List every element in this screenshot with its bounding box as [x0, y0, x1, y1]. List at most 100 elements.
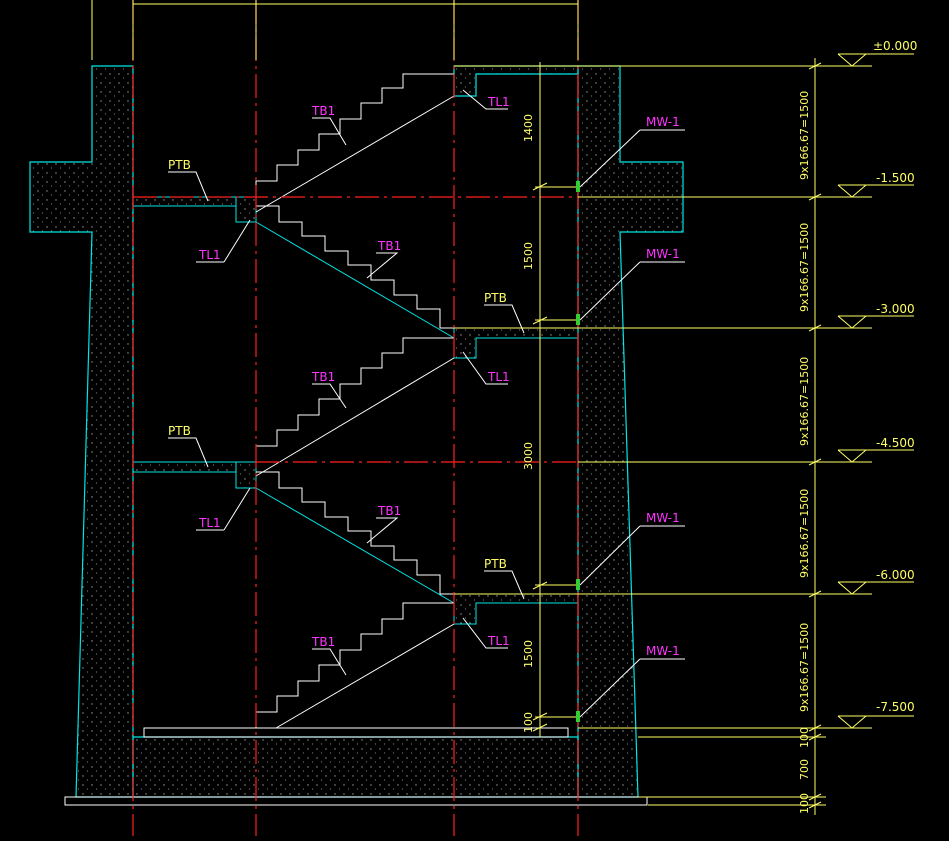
- level-marker-2: [837, 315, 914, 329]
- leader-tb1-4: [366, 517, 399, 544]
- level-label-5: -7.500: [876, 700, 915, 714]
- leader-mw1-2: [579, 261, 685, 321]
- riser-dim-3: 9x166.67=1500: [798, 357, 811, 446]
- mw-marker-3: [576, 579, 580, 590]
- rtick-6: [808, 733, 822, 741]
- base-dim-700: 700: [798, 759, 811, 780]
- leader-tb1-1: [312, 117, 347, 146]
- leader-mw1-4: [579, 658, 685, 718]
- vdim-3000: 3000: [522, 442, 535, 470]
- label-mw1-2: MW-1: [646, 247, 680, 261]
- right-wall: [577, 65, 684, 798]
- base-dim-100-bottom: 100: [798, 793, 811, 814]
- leader-ptb-4: [484, 570, 525, 600]
- tick-5: [532, 723, 548, 732]
- level-marker-1: [837, 184, 914, 198]
- floor-finish: [143, 727, 569, 738]
- leader-tl1-3: [462, 351, 508, 385]
- base-slab: [132, 736, 579, 798]
- flight-4-treads: [256, 471, 454, 595]
- vdim-1500-b: 1500: [522, 640, 535, 668]
- leader-ptb-3: [168, 437, 209, 468]
- rtick-0: [808, 62, 822, 70]
- riser-dim-4: 9x166.67=1500: [798, 489, 811, 578]
- leaders: [168, 89, 685, 718]
- label-mw1-1: MW-1: [646, 115, 680, 129]
- leader-tb1-5: [312, 648, 347, 676]
- level-label-3: -4.500: [876, 436, 915, 450]
- dimension-lines: [91, 0, 914, 815]
- rtick-1: [808, 193, 822, 201]
- landing-left-1: [132, 196, 237, 207]
- axis-lines: [132, 0, 579, 836]
- leader-tl1-2: [196, 219, 251, 263]
- mw-marker-2: [576, 314, 580, 325]
- flight-4-soffit: [255, 487, 455, 604]
- flight-2-treads: [256, 205, 454, 329]
- leader-tl1-4: [196, 487, 251, 531]
- label-tb1-3: TB1: [311, 370, 335, 384]
- riser-dim-5: 9x166.67=1500: [798, 623, 811, 712]
- leader-ptb-1: [168, 171, 209, 202]
- flight-5-treads: [255, 602, 454, 728]
- concrete-structure: [29, 65, 684, 806]
- stair-flights: [255, 73, 455, 729]
- rtick-7: [808, 793, 822, 801]
- level-label-1: -1.500: [876, 171, 915, 185]
- rtick-4: [808, 590, 822, 598]
- label-tl1-3: TL1: [487, 370, 510, 384]
- mw-marker-4: [576, 711, 580, 722]
- footing: [64, 796, 648, 806]
- flight-1-treads: [255, 73, 454, 197]
- leader-ptb-2: [484, 304, 525, 334]
- landing-right-2: [453, 593, 579, 625]
- label-tl1-2: TL1: [198, 248, 221, 262]
- label-tb1-4: TB1: [377, 504, 401, 518]
- label-ptb-1: PTB: [168, 158, 191, 172]
- leader-tb1-3: [312, 383, 347, 409]
- level-marker-3: [837, 449, 914, 463]
- mw-marker-1: [576, 181, 580, 192]
- label-tl1-1: TL1: [487, 95, 510, 109]
- label-ptb-2: PTB: [484, 291, 507, 305]
- vdim-100: 100: [522, 712, 535, 733]
- flight-3-soffit: [255, 357, 455, 477]
- base-dimension-labels: 100 700 100: [798, 727, 811, 814]
- level-label-0: ±0.000: [873, 39, 917, 53]
- label-tl1-4: TL1: [198, 516, 221, 530]
- rtick-3: [808, 458, 822, 466]
- label-ptb-3: PTB: [168, 424, 191, 438]
- component-labels: TB1 TB1 TB1 TB1 TB1 TL1 TL1 TL1 TL1 TL1 …: [168, 95, 680, 658]
- vdim-1500-a: 1500: [522, 242, 535, 270]
- label-ptb-4: PTB: [484, 557, 507, 571]
- riser-dimension-labels: 9x166.67=1500 9x166.67=1500 9x166.67=150…: [798, 91, 811, 712]
- flight-1-soffit: [255, 95, 455, 213]
- level-marker-0: [837, 53, 914, 67]
- label-tb1-2: TB1: [377, 239, 401, 253]
- label-tb1-5: TB1: [311, 635, 335, 649]
- level-labels: ±0.000 -1.500 -3.000 -4.500 -6.000 -7.50…: [873, 39, 917, 714]
- base-dim-100-top: 100: [798, 727, 811, 748]
- level-label-2: -3.000: [876, 302, 915, 316]
- leader-tl1-5: [462, 617, 508, 649]
- vdim-1400: 1400: [522, 114, 535, 142]
- landing-left-2: [132, 461, 237, 473]
- leader-mw1-3: [579, 525, 685, 586]
- vertical-dimension-labels: 1400 1500 3000 1500 100: [522, 114, 535, 733]
- rtick-5: [808, 724, 822, 732]
- flight-2-soffit: [255, 221, 455, 339]
- label-tl1-5: TL1: [487, 634, 510, 648]
- level-marker-5: [837, 715, 914, 729]
- flight-3-treads: [255, 337, 454, 462]
- label-tb1-1: TB1: [311, 104, 335, 118]
- beam-left-2: [235, 461, 257, 489]
- riser-dim-2: 9x166.67=1500: [798, 223, 811, 312]
- label-mw1-3: MW-1: [646, 511, 680, 525]
- landing-right-1: [453, 327, 579, 359]
- flight-5-soffit: [275, 623, 455, 729]
- level-marker-4: [837, 581, 914, 595]
- beam-left-1: [235, 196, 257, 223]
- rtick-2: [808, 324, 822, 332]
